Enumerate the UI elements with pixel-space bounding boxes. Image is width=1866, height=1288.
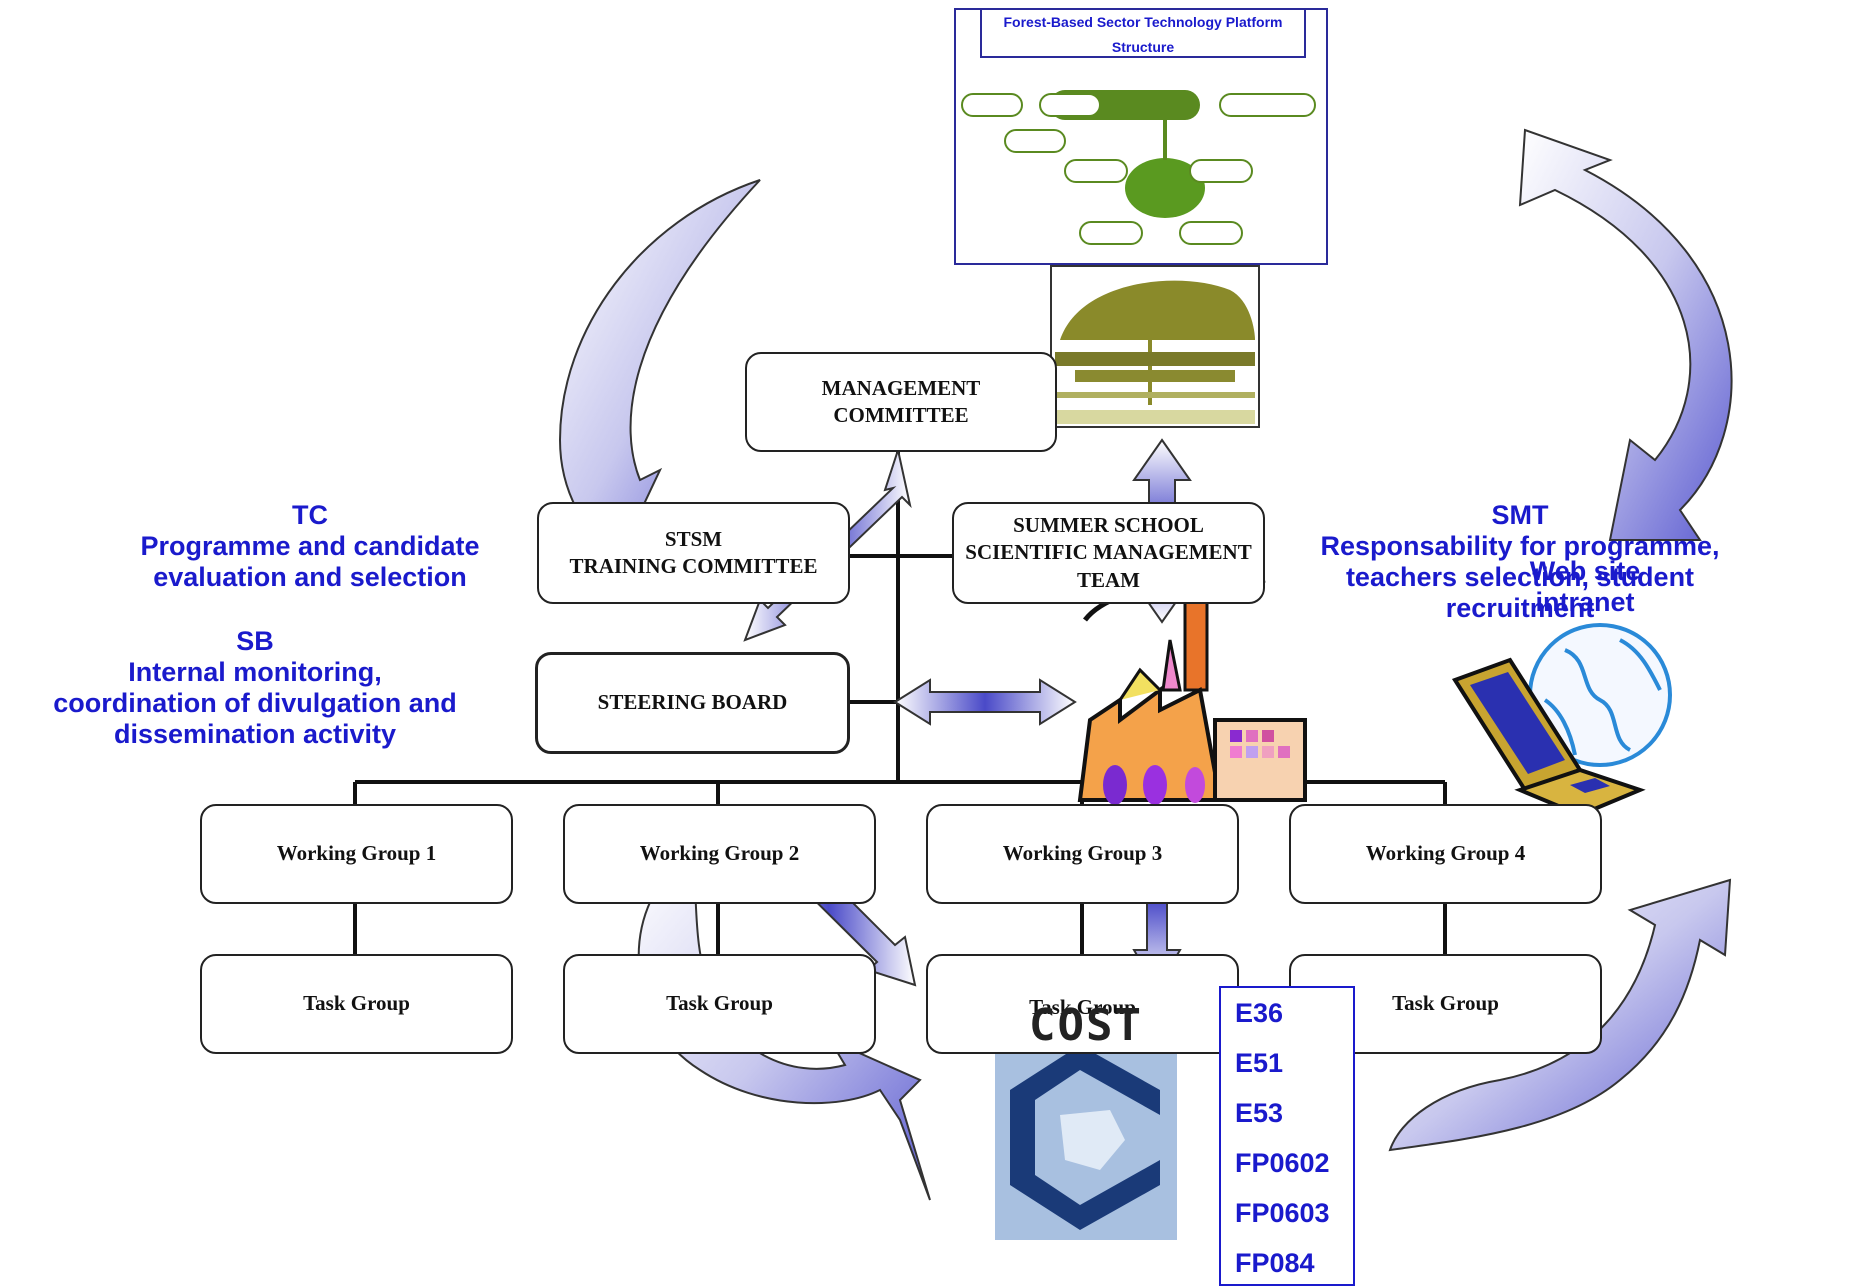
working-group-label: Working Group 3 (1002, 841, 1163, 866)
task-group-label: Task Group (1392, 991, 1499, 1016)
working-group-1-box: Working Group 1 (200, 804, 513, 904)
tc-note-line2: evaluation and selection (153, 562, 467, 593)
platform-diagram-thumbnail (961, 90, 1316, 245)
management-committee-line2: COMMITTEE (833, 403, 969, 427)
globe-icon (1528, 623, 1672, 767)
website-note-line2: intranet (1535, 587, 1635, 618)
task-group-3-box: Task Group (926, 954, 1239, 1054)
tc-note-title: TC (292, 500, 328, 530)
platform-title-line2: Structure (1111, 39, 1175, 55)
sb-note-line2: coordination of divulgation and (53, 688, 457, 719)
working-group-3-box: Working Group 3 (926, 804, 1239, 904)
umbrella-icon (1055, 280, 1255, 424)
steering-board-label: STEERING BOARD (597, 690, 788, 715)
working-group-label: Working Group 2 (639, 841, 800, 866)
sb-note-title: SB (236, 626, 274, 656)
cost-logo-text: COST (1029, 1000, 1143, 1051)
sb-note: SB Internal monitoring, coordination of … (0, 626, 510, 750)
task-group-label: Task Group (1029, 995, 1136, 1019)
stsm-line1: STSM (664, 526, 723, 551)
management-committee-line1: MANAGEMENT (821, 375, 981, 400)
working-group-2-box: Working Group 2 (563, 804, 876, 904)
stsm-training-committee-box: STSM TRAINING COMMITTEE (537, 502, 850, 604)
platform-title-line1: Forest-Based Sector Technology Platform (1003, 14, 1283, 30)
curved-arrow-icon (1388, 878, 1732, 1152)
working-group-label: Working Group 4 (1365, 841, 1526, 866)
curved-arrow-icon (558, 179, 761, 557)
cost-action-item: E53 (1235, 1098, 1284, 1128)
tc-note-line1: Programme and candidate (140, 531, 480, 562)
stsm-line2: TRAINING COMMITTEE (569, 554, 818, 578)
task-group-1-box: Task Group (200, 954, 513, 1054)
summer-school-line3: TEAM (1076, 567, 1140, 592)
task-group-label: Task Group (666, 991, 773, 1016)
steering-board-box: STEERING BOARD (535, 652, 850, 754)
website-note: Web site intranet (1465, 556, 1705, 618)
smt-note-line1: Responsability for programme, (1320, 531, 1720, 562)
tc-note: TC Programme and candidate evaluation an… (90, 500, 530, 593)
laptop-icon (1451, 657, 1646, 818)
sb-note-line3: dissemination activity (113, 719, 397, 750)
task-group-2-box: Task Group (563, 954, 876, 1054)
smt-note-line2: teachers selection, student (1345, 562, 1695, 593)
website-note-line1: Web site (1529, 556, 1641, 586)
summer-school-line2: SCIENTIFIC MANAGEMENT (965, 540, 1252, 565)
summer-school-line1: SUMMER SCHOOL (1013, 513, 1204, 538)
smt-note-line3: recruitment (1445, 593, 1595, 624)
working-group-4-box: Working Group 4 (1289, 804, 1602, 904)
task-group-label: Task Group (303, 991, 410, 1016)
cost-actions-list: E36 E51 E53 FP0602 FP0603 FP084 (1219, 986, 1355, 1286)
cost-action-item: FP084 (1235, 1248, 1315, 1278)
factory-icon (1077, 577, 1307, 805)
double-arrow-icon (893, 678, 1077, 726)
platform-structure-title: Forest-Based Sector Technology Platform … (980, 8, 1306, 58)
curved-arrow-icon (1518, 128, 1733, 541)
cost-action-item: E36 (1235, 998, 1284, 1028)
management-committee-box: MANAGEMENT COMMITTEE (745, 352, 1057, 452)
cost-action-item: FP0603 (1235, 1198, 1330, 1228)
smt-note: SMT Responsability for programme, teache… (1270, 500, 1770, 624)
sb-note-line1: Internal monitoring, (128, 657, 382, 688)
smt-note-title: SMT (1491, 500, 1549, 530)
woodworking-industry-frame (1050, 265, 1260, 428)
cost-action-item: E51 (1235, 1048, 1284, 1078)
cost-action-item: FP0602 (1235, 1148, 1330, 1178)
working-group-label: Working Group 1 (276, 841, 437, 866)
